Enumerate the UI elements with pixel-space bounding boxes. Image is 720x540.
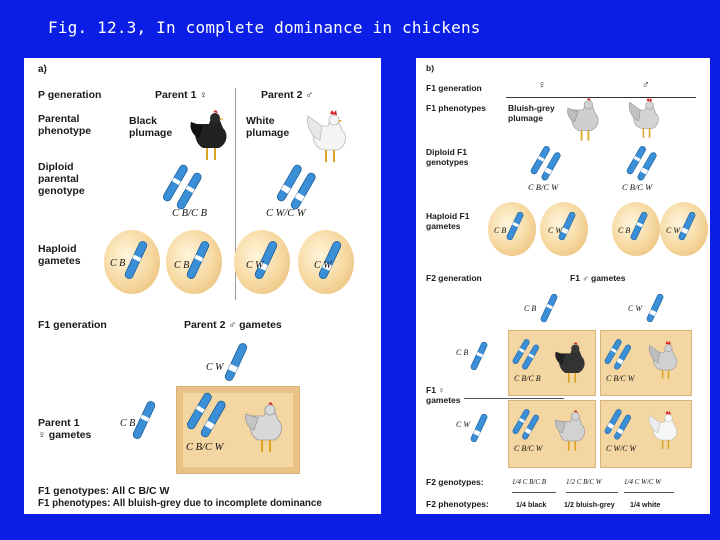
chromosome-icon xyxy=(512,339,539,370)
chromosome-icon xyxy=(646,293,664,323)
allele-b-label: C B xyxy=(618,226,631,235)
chromosome-icon xyxy=(506,211,524,241)
allele-w-label: C W xyxy=(456,420,470,429)
black-chicken-icon xyxy=(555,342,585,383)
chromosome-icon xyxy=(678,211,696,241)
chromosome-icon xyxy=(626,146,657,181)
allele-w-label: C W xyxy=(548,226,562,235)
parent2-label: Parent 2 ♂ xyxy=(261,89,314,101)
bracket-line xyxy=(512,492,556,493)
slide-title: Fig. 12.3, In complete dominance in chic… xyxy=(48,18,481,37)
chromosome-icon xyxy=(132,401,156,439)
white-chicken-icon xyxy=(648,410,678,449)
chromosome-icon xyxy=(318,241,342,279)
genotype-bb-label: C B/C B xyxy=(172,208,208,219)
bracket-line xyxy=(624,492,674,493)
punnett-cell-bb xyxy=(508,330,596,396)
chromosome-icon xyxy=(470,341,488,371)
chromosome-icon xyxy=(224,343,248,381)
parent1-gametes-label: Parent 1♀ gametes xyxy=(38,417,92,441)
f2-genotype-ratio: 1/4 C B/C B xyxy=(512,478,547,486)
allele-b-label: C B xyxy=(456,348,469,357)
f1-generation-label: F1 generation xyxy=(38,319,107,331)
chromosome-icon xyxy=(630,211,648,241)
gamete-rule xyxy=(464,398,564,399)
f1-female-gametes-label: F1 ♀gametes xyxy=(426,385,461,405)
f2-phenotypes-label: F2 phenotypes: xyxy=(426,499,489,509)
allele-w-label: C W xyxy=(628,304,642,313)
chromosome-icon xyxy=(276,164,316,210)
f2-genotype-ratio: 1/4 C W/C W xyxy=(624,478,662,486)
f2-generation-label: F2 generation xyxy=(426,273,482,283)
allele-b-label: C B xyxy=(524,304,537,313)
chromosome-icon xyxy=(558,211,576,241)
header-rule xyxy=(506,97,696,98)
allele-w-label: C W xyxy=(666,226,680,235)
allele-b-label: C B xyxy=(494,226,507,235)
grey-chicken-icon xyxy=(628,97,659,138)
punnett-genotype: C B/C W xyxy=(514,444,543,453)
divider-line xyxy=(235,88,236,300)
white-chicken-icon xyxy=(307,110,346,162)
bracket-line xyxy=(566,492,618,493)
parent1-label: Parent 1 ♀ xyxy=(155,89,208,101)
genotype-bw-label: C B/C W xyxy=(528,182,559,192)
panel-b-tag: b) xyxy=(426,63,435,73)
panel-a-tag: a) xyxy=(38,64,47,75)
allele-b-label: C B xyxy=(120,418,136,429)
chromosome-icon xyxy=(604,409,631,440)
grey-chicken-icon xyxy=(567,98,599,141)
genotype-bw-label: C B/C W xyxy=(186,442,224,453)
p-generation-label: P generation xyxy=(38,89,102,101)
allele-b-label: C B xyxy=(110,258,126,269)
grey-chicken-icon xyxy=(245,402,282,452)
panel-b: b) F1 generation ♀ ♂ F1 phenotypes Bluis… xyxy=(416,58,710,514)
f2-phenotype-ratio: 1/2 bluish-grey xyxy=(564,500,615,509)
f1-male-gametes-label: F1 ♂ gametes xyxy=(570,273,626,283)
grey-chicken-icon xyxy=(648,340,678,379)
male-symbol: ♂ xyxy=(642,79,650,91)
chromosome-icon xyxy=(186,241,210,279)
genotype-ww-label: C W/C W xyxy=(266,208,306,219)
grey-chicken-icon xyxy=(554,410,585,451)
chromosome-icon xyxy=(186,392,226,438)
punnett-genotype: C B/C B xyxy=(514,374,541,383)
f2-genotype-ratio: 1/2 C B/C W xyxy=(566,478,602,486)
chromosome-icon xyxy=(124,241,148,279)
chromosome-icon xyxy=(162,164,202,210)
allele-b-label: C B xyxy=(174,260,190,271)
chromosome-icon xyxy=(530,146,561,181)
allele-w-label: C W xyxy=(246,260,264,271)
punnett-genotype: C W/C W xyxy=(606,444,637,453)
f2-phenotype-ratio: 1/4 white xyxy=(630,500,661,509)
f1-generation-label: F1 generation xyxy=(426,83,482,93)
chromosome-icon xyxy=(254,241,278,279)
f1-phenotypes-label: F1 phenotypes xyxy=(426,103,486,113)
chromosome-icon xyxy=(512,409,539,440)
punnett-genotype: C B/C W xyxy=(606,374,635,383)
genotype-bw-label: C B/C W xyxy=(622,182,653,192)
f1-phenotypes-summary: F1 phenotypes: All bluish-grey due to in… xyxy=(38,498,322,509)
allele-w-label: C W xyxy=(206,362,224,373)
panel-a: a) P generation Parent 1 ♀ Parent 2 ♂ Pa… xyxy=(24,58,381,514)
f1-genotypes-summary: F1 genotypes: All C B/C W xyxy=(38,485,170,497)
chromosome-icon xyxy=(540,293,558,323)
chromosome-icon xyxy=(604,339,631,370)
allele-w-label: C W xyxy=(314,260,332,271)
f2-genotypes-label: F2 genotypes: xyxy=(426,477,484,487)
female-symbol: ♀ xyxy=(538,79,546,91)
parent2-gametes-label: Parent 2 ♂ gametes xyxy=(184,319,282,331)
black-chicken-icon xyxy=(190,110,227,160)
f2-phenotype-ratio: 1/4 black xyxy=(516,500,547,509)
chromosome-icon xyxy=(470,413,488,443)
